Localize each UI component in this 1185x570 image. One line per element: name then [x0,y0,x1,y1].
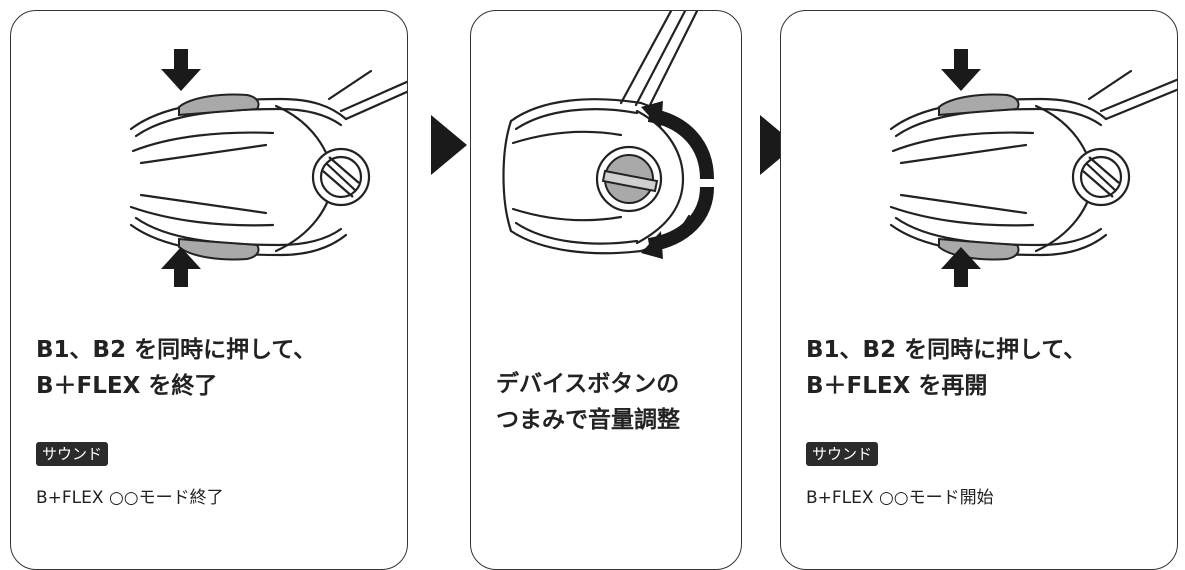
sound-text: B+FLEX ○○モード開始 [806,488,994,508]
device-rotate-illustration [502,11,714,259]
title-line-1: B1、B2 を同時に押して、 [806,337,1087,363]
step-title: デバイスボタンの つまみで音量調整 [496,366,680,438]
step-card-3: B1、B2 を同時に押して、 B＋FLEX を再開 サウンド B+FLEX ○○… [780,10,1178,570]
sound-badge: サウンド [36,442,109,466]
device-press-illustration [889,49,1177,287]
device-press-illustration [129,49,407,287]
step-card-2: デバイスボタンの つまみで音量調整 [470,10,742,570]
sound-text: B+FLEX ○○モード終了 [36,488,224,508]
press-arrow-icon [941,247,981,287]
title-line-2: B＋FLEX を終了 [36,373,218,399]
press-arrow-icon [161,247,201,287]
right-triangle-icon [431,115,467,175]
title-line-2: B＋FLEX を再開 [806,373,988,399]
b2-button [938,237,1020,261]
press-arrow-icon [941,49,981,91]
sound-badge: サウンド [806,442,879,466]
step-title: B1、B2 を同時に押して、 B＋FLEX を終了 [36,332,316,404]
press-arrow-icon [161,49,201,91]
step-title: B1、B2 を同時に押して、 B＋FLEX を再開 [806,332,1086,404]
b1-button [178,93,260,117]
step-card-1: B1、B2 を同時に押して、 B＋FLEX を終了 サウンド B+FLEX ○○… [10,10,408,570]
b2-button [178,237,260,261]
title-line-1: B1、B2 を同時に押して、 [36,337,317,363]
title-line-1: デバイスボタンの [496,371,680,397]
b1-button [938,93,1020,117]
title-line-2: つまみで音量調整 [496,407,680,433]
